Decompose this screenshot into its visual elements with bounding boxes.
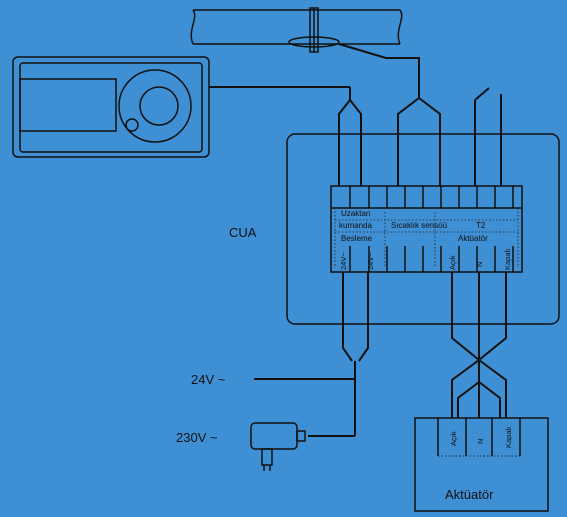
terminal-label-temp-sensor: Sıcaklık sensöü [391,221,447,230]
actuator-pin-closed: Kapalı [504,427,513,448]
actuator-pin-n: N [476,439,485,444]
terminal-label-remote-control-line1: Uzaktan [341,209,370,218]
actuator-wires [451,272,507,418]
terminal-label-power-supply: Besleme [341,234,373,243]
power-adapter [250,422,306,471]
supply-230v-label: 230V ~ [176,430,218,445]
terminal-label-actuator-group: Aktüatör [458,234,488,243]
terminal-pin-24v-2: 24V~ [366,252,375,270]
pipe [190,9,403,45]
terminal-pin-open: Açık [448,255,457,270]
remote-control-device [12,56,210,158]
terminal-block [330,185,523,273]
pipe-sensor [288,7,340,53]
controller-housing [286,133,560,325]
terminal-label-t2: T2 [476,221,486,230]
actuator-pin-open: Açık [449,431,458,446]
supply-24v-label: 24V ~ [191,372,226,387]
remote-control-wires [209,86,362,186]
actuator-box [414,417,549,512]
terminal-label-remote-control-line2: kumanda [339,221,372,230]
terminal-pin-n: N [475,262,484,267]
controller-label: CUA [229,225,257,240]
supply-24v-wires [254,272,369,437]
temp-sensor-wires [338,43,441,186]
terminal-pin-closed: Kapalı [503,249,512,270]
terminal-dotted-guides [334,208,519,268]
actuator-label: Aktüatör [445,487,494,502]
terminal-pin-24v-1: 24V~ [339,252,348,270]
t2-switch-wires [474,87,502,186]
